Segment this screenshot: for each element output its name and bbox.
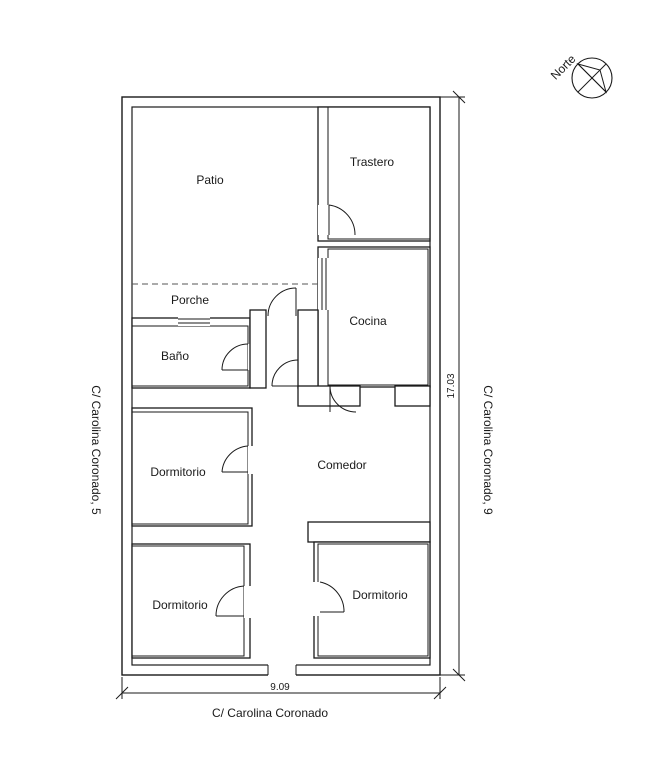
room-trastero <box>317 106 431 242</box>
room-bano <box>131 316 252 389</box>
door-swing-hall <box>271 359 299 387</box>
room-cocina <box>317 246 431 388</box>
street-right: C/ Carolina Coronado, 9 <box>481 385 495 515</box>
door-swing-dormitorio-1 <box>221 445 249 473</box>
north-arrow-icon: Norte <box>548 52 613 99</box>
comedor-wall <box>307 521 431 543</box>
street-bottom: C/ Carolina Coronado <box>212 706 328 720</box>
dimension-width: 9.09 <box>115 677 447 700</box>
room-dormitorio-1 <box>131 407 254 527</box>
label-dormitorio-3: Dormitorio <box>352 588 408 602</box>
street-left: C/ Carolina Coronado, 5 <box>89 385 103 515</box>
door-swing-bano <box>221 343 249 371</box>
label-dormitorio-1: Dormitorio <box>150 465 206 479</box>
label-trastero: Trastero <box>350 155 395 169</box>
compass-label: Norte <box>548 52 579 83</box>
room-dormitorio-3 <box>312 541 431 659</box>
label-dormitorio-2: Dormitorio <box>152 598 208 612</box>
door-swing-dormitorio-3 <box>319 581 345 613</box>
room-dormitorio-2 <box>131 543 252 659</box>
width-value: 9.09 <box>270 682 290 693</box>
label-porche: Porche <box>171 293 209 307</box>
dimension-depth: 17.03 <box>440 90 466 682</box>
depth-value: 17.03 <box>446 373 457 398</box>
label-patio: Patio <box>196 173 224 187</box>
hall-walls <box>249 287 431 413</box>
door-swing-dormitorio-2 <box>215 585 245 617</box>
label-bano: Baño <box>161 349 189 363</box>
label-cocina: Cocina <box>349 314 387 328</box>
door-swing-porch <box>267 287 297 317</box>
label-comedor: Comedor <box>317 458 366 472</box>
door-swing-trastero <box>328 204 356 236</box>
